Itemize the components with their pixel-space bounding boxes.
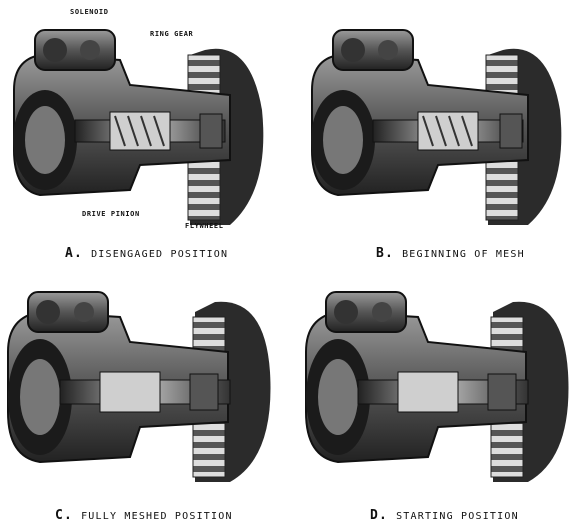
panel-c-letter: C. (55, 508, 74, 523)
drive-pinion-callout: DRIVE PINION (82, 210, 140, 218)
panel-d-caption-text: STARTING POSITION (396, 511, 519, 522)
panel-d-caption: D. STARTING POSITION (370, 508, 519, 523)
starter-illustration-d (305, 291, 569, 482)
starter-illustration-b (311, 29, 562, 225)
panel-b-caption-text: BEGINNING OF MESH (402, 249, 525, 260)
solenoid-callout: SOLENOID (70, 8, 109, 16)
panel-a: SOLENOID RING GEAR DRIVE PINION FLYWHEEL… (0, 0, 288, 262)
panel-c: C. FULLY MESHED POSITION (0, 262, 288, 524)
panel-a-letter: A. (65, 246, 84, 261)
starter-illustration-a (13, 29, 264, 225)
panel-d-letter: D. (370, 508, 389, 523)
panel-b-letter: B. (376, 246, 395, 261)
panel-c-caption: C. FULLY MESHED POSITION (55, 508, 233, 523)
panel-a-caption: A. DISENGAGED POSITION (65, 246, 228, 261)
panel-b-caption: B. BEGINNING OF MESH (376, 246, 525, 261)
shaft-and-pinion (74, 111, 226, 151)
panel-b: B. BEGINNING OF MESH (288, 0, 576, 262)
flywheel-callout: FLYWHEEL (185, 222, 224, 230)
panel-a-caption-text: DISENGAGED POSITION (91, 249, 229, 260)
ring-gear-callout: RING GEAR (150, 30, 194, 38)
solenoid-body (34, 29, 116, 71)
panel-d: D. STARTING POSITION (288, 262, 576, 524)
panel-c-caption-text: FULLY MESHED POSITION (81, 511, 233, 522)
starter-illustration-c (7, 291, 271, 482)
